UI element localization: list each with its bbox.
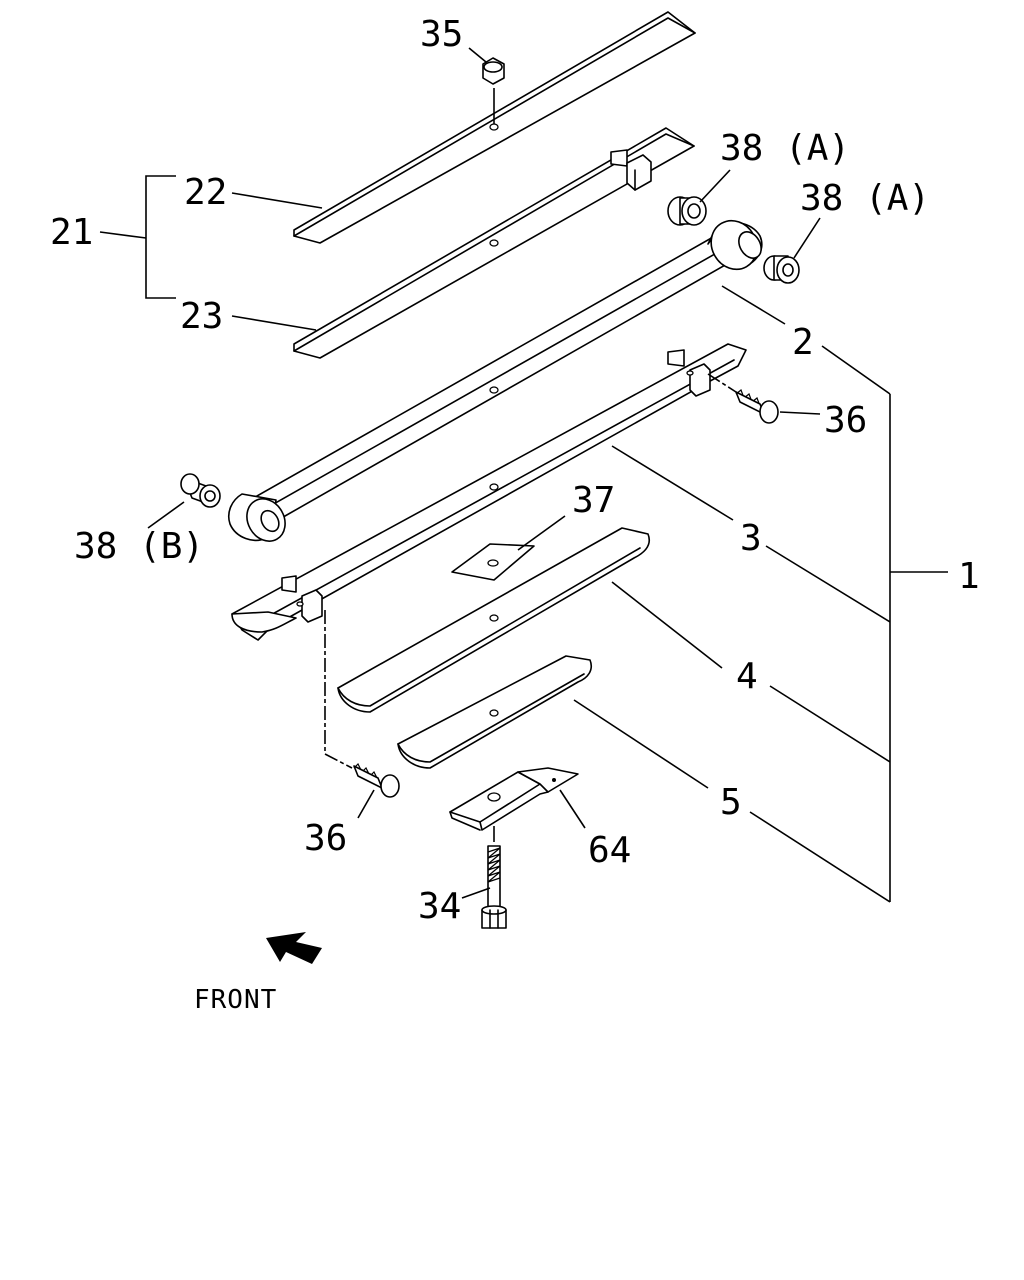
- callout-3: 3: [740, 518, 762, 559]
- nut-35: [482, 57, 505, 124]
- main-leaf-2: [227, 219, 763, 542]
- callout-38a-second: 38 (A): [800, 178, 930, 219]
- bolt-36-top: [707, 373, 779, 424]
- leaf-4: [337, 527, 650, 713]
- callout-23: 23: [180, 296, 223, 337]
- callout-38b: 38 (B): [74, 526, 204, 567]
- bushing-38a-2: [763, 255, 800, 284]
- front-label: FRONT: [194, 985, 277, 1015]
- callout-34: 34: [418, 886, 461, 927]
- leaf-23: [293, 127, 695, 359]
- leaf-3: [231, 343, 747, 641]
- bracket-64: [449, 767, 579, 831]
- callout-1: 1: [958, 556, 980, 597]
- callout-5: 5: [720, 782, 742, 823]
- callout-36-bottom: 36: [304, 818, 347, 859]
- bolt-36-bottom: [353, 762, 400, 798]
- callout-36-top: 36: [824, 400, 867, 441]
- callout-22: 22: [184, 172, 227, 213]
- leader-lines: [99, 47, 948, 903]
- callout-2: 2: [792, 322, 814, 363]
- leaf-5: [397, 655, 593, 769]
- bushing-38a-1: [667, 196, 707, 226]
- pad-37: [451, 543, 535, 581]
- bolt-34: [481, 826, 507, 929]
- front-arrow-icon: [266, 932, 322, 964]
- callout-35: 35: [420, 14, 463, 55]
- callout-38a-first: 38 (A): [720, 128, 850, 169]
- callout-4: 4: [736, 656, 758, 697]
- leaf-22: [293, 11, 696, 244]
- callout-21: 21: [50, 212, 93, 253]
- bushing-38b: [180, 473, 221, 508]
- callout-64: 64: [588, 830, 631, 871]
- callout-37: 37: [572, 480, 615, 521]
